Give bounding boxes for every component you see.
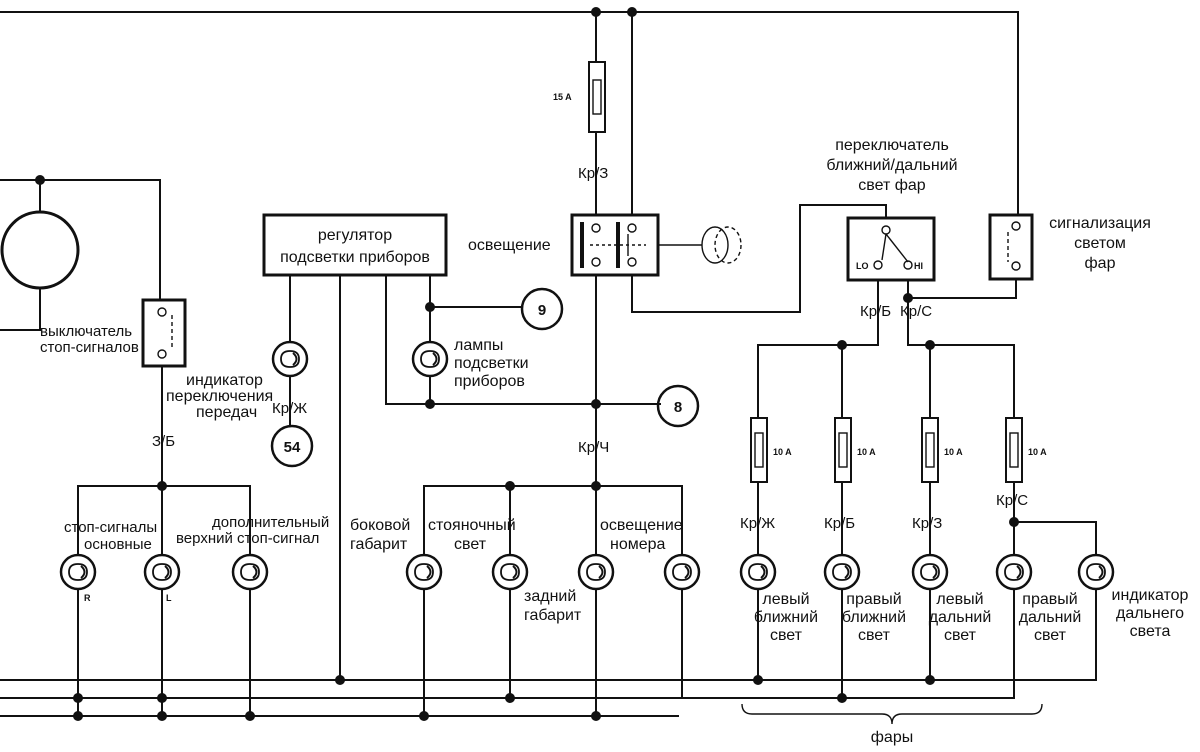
lamp-right-high-icon [995, 553, 1033, 591]
headlights-bracket [741, 703, 1043, 725]
plate-light-label-1: освещение [600, 517, 683, 534]
wire-krzh-indicator: Кр/Ж [272, 400, 307, 417]
high-indicator-label-1: индикатор [1112, 587, 1189, 604]
lamp-left-low-icon [739, 553, 777, 591]
right-high-label-2: дальний [1019, 609, 1082, 626]
connector-8-label: 8 [674, 399, 682, 416]
connector-9: 9 [520, 287, 564, 331]
wire-krs-fuse: Кр/С [996, 492, 1028, 509]
side-marker-label-1: боковой [350, 517, 410, 534]
lamp-instrument-icon [411, 340, 449, 378]
lamp-left-high-icon [911, 553, 949, 591]
fuse-15a-label: 15 A [553, 92, 572, 102]
flash-switch-label-1: сигнализация [1049, 215, 1151, 232]
right-high-label-3: свет [1034, 627, 1067, 644]
lamp-side-marker-icon [405, 553, 443, 591]
connector-54-label: 54 [284, 439, 301, 456]
terminal-r: R [84, 593, 91, 603]
top-supply-bus [0, 7, 1019, 216]
instrument-lamps-label-2: подсветки [454, 355, 529, 372]
brake-main-label-2: основные [84, 536, 152, 553]
left-low-label-1: левый [762, 591, 809, 608]
wire-krzh-fuse: Кр/Ж [740, 515, 775, 532]
lamp-brake-right-icon [59, 553, 97, 591]
wire-krb-fuse: Кр/Б [824, 515, 855, 532]
gear-indicator-label-1: индикатор [186, 372, 263, 389]
headlight-fuses [750, 344, 1023, 483]
wire-krb-switch: Кр/Б [860, 303, 891, 320]
lamp-brake-extra-icon [231, 553, 269, 591]
headlights-group-label: фары [871, 729, 913, 746]
instrument-lamps-label-1: лампы [454, 337, 503, 354]
flash-switch-label-3: фар [1085, 255, 1116, 272]
lamp-high-indicator-icon [1077, 553, 1115, 591]
dimmer-label-1: регулятор [318, 227, 392, 244]
flash-switch [988, 213, 1034, 281]
rear-marker-label-2: габарит [524, 607, 582, 624]
terminal-hi: HI [914, 261, 923, 271]
right-high-label-1: правый [1022, 591, 1077, 608]
parking-light-label-2: свет [454, 536, 487, 553]
brake-extra-label-1: дополнительный [212, 514, 329, 531]
right-low-label-2: ближний [842, 609, 906, 626]
lighting-switch-label: освещение [468, 237, 551, 254]
gear-indicator-label-2: переключения [166, 388, 273, 405]
right-low-label-3: свет [858, 627, 891, 644]
connector-9-label: 9 [538, 302, 546, 319]
switch-knob-icon [658, 226, 742, 264]
flash-switch-label-2: светом [1074, 235, 1126, 252]
dip-switch-label-1: переключатель [835, 137, 949, 154]
right-low-label-1: правый [846, 591, 901, 608]
lamp-plate-icon [663, 553, 701, 591]
horn-device [0, 175, 161, 331]
fuse-15a: 15 A [553, 61, 606, 133]
lighting-switch [570, 213, 660, 277]
brake-main-label-1: стоп-сигналы [64, 519, 157, 536]
fuse-10a-4: 10 A [1028, 447, 1047, 457]
instrument-lamps-label-3: приборов [454, 373, 525, 390]
fuse-10a-2: 10 A [857, 447, 876, 457]
left-high-label-3: свет [944, 627, 977, 644]
left-low-label-2: ближний [754, 609, 818, 626]
connector-54: 54 [270, 424, 314, 468]
brake-switch-label-1: выключатель [40, 323, 132, 340]
dip-switch-label-3: свет фар [858, 177, 926, 194]
wire-krz-fuse: Кр/З [912, 515, 942, 532]
gear-indicator-label-3: передач [196, 404, 257, 421]
wire-krs-switch: Кр/С [900, 303, 932, 320]
parking-light-label-1: стояночный [428, 517, 516, 534]
dip-switch: LO HI [846, 216, 936, 282]
lamp-brake-left-icon [143, 553, 181, 591]
lamp-rear-marker-icon [577, 553, 615, 591]
lamp-right-low-icon [823, 553, 861, 591]
high-indicator-label-2: дальнего [1116, 605, 1184, 622]
high-indicator-label-3: света [1130, 623, 1171, 640]
fuse-10a-1: 10 A [773, 447, 792, 457]
lamp-parking-icon [491, 553, 529, 591]
dip-switch-label-2: ближний/дальний [826, 157, 957, 174]
lamp-gear-indicator-icon [271, 340, 309, 378]
brake-extra-label-2: верхний стоп-сигнал [176, 530, 319, 547]
brake-switch [141, 298, 187, 368]
dimmer-module [262, 213, 448, 277]
wire-krch: Кр/Ч [578, 439, 609, 456]
rear-marker-label-1: задний [524, 588, 576, 605]
left-low-label-3: свет [770, 627, 803, 644]
wire-zb: З/Б [152, 433, 175, 450]
plate-light-label-2: номера [610, 536, 666, 553]
connector-8: 8 [656, 384, 700, 428]
brake-switch-label-2: стоп-сигналов [40, 339, 139, 356]
left-high-label-1: левый [936, 591, 983, 608]
dimmer-label-2: подсветки приборов [280, 249, 430, 266]
side-marker-label-2: габарит [350, 536, 408, 553]
ground-bus [0, 675, 1097, 721]
terminal-l: L [166, 593, 172, 603]
left-high-label-2: дальний [929, 609, 992, 626]
lamp-layer [59, 340, 1115, 591]
wire-krz-top: Кр/З [578, 165, 608, 182]
fuse-10a-3: 10 A [944, 447, 963, 457]
terminal-lo: LO [856, 261, 869, 271]
